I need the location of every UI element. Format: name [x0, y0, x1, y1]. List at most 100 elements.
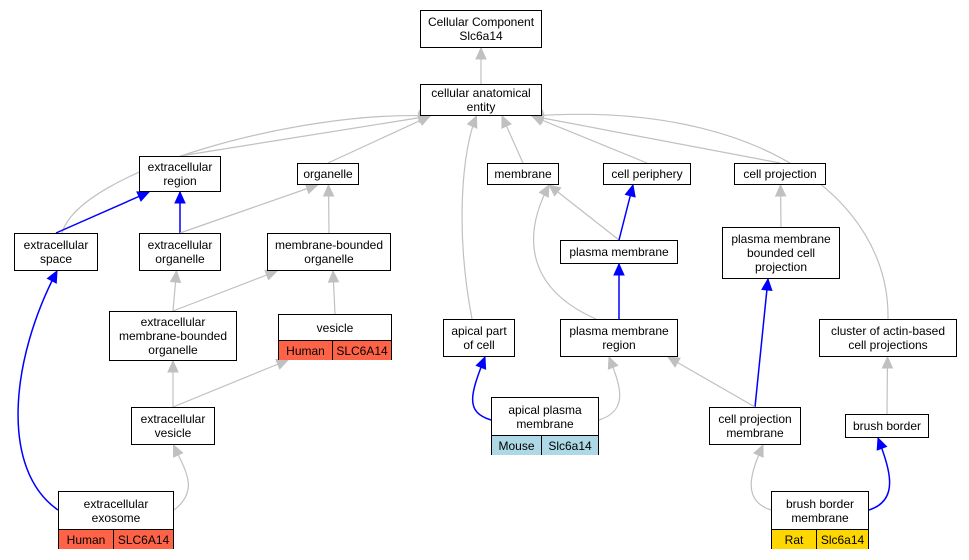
edge-ecorganelle-to-ecregion-arrowhead — [174, 190, 186, 204]
node-pmregion[interactable]: plasma membrane region — [560, 319, 678, 357]
node-ecvesicle[interactable]: extracellular vesicle — [131, 407, 215, 445]
node-cellproj[interactable]: cell projection — [734, 163, 826, 185]
node-label: brush border membrane — [785, 496, 855, 525]
node-plasmamem[interactable]: plasma membrane — [560, 240, 678, 264]
edge-plasmamem-to-membrane-arrowhead — [548, 184, 562, 197]
node-cellperiph[interactable]: cell periphery — [603, 163, 691, 185]
node-root[interactable]: Cellular Component Slc6a14 — [420, 10, 542, 48]
node-label: cell projection — [743, 167, 817, 181]
edge-bbmem-to-brushborder-arrowhead — [876, 436, 888, 451]
gene-symbol: SLC6A14 — [113, 530, 173, 549]
node-organelle[interactable]: organelle — [297, 163, 359, 185]
node-cae[interactable]: cellular anatomical entity — [420, 84, 542, 116]
node-label: cell periphery — [611, 167, 683, 181]
edge-ecregion-to-cae — [179, 115, 431, 157]
edge-ecorganelle-to-organelle — [179, 184, 318, 234]
node-label: apical part of cell — [451, 324, 507, 352]
gene-symbol: SLC6A14 — [332, 341, 391, 360]
edge-cpmem-to-pmbcp — [754, 278, 769, 408]
edge-exosome-to-ecspace — [17, 270, 59, 511]
edge-bbmem-to-cpmem-arrowhead — [753, 443, 764, 458]
species-annotation-row: Rat Slc6a14 — [772, 529, 868, 549]
edge-organelle-to-cae — [327, 115, 431, 164]
edge-pmregion-to-plasmamem-arrowhead — [613, 262, 625, 276]
edge-apicalpm-to-apicalpart — [471, 356, 492, 421]
node-label: plasma membrane bounded cell projection — [731, 232, 831, 274]
node-label: organelle — [303, 167, 353, 181]
node-brushborder[interactable]: brush border — [845, 414, 929, 438]
edge-exosome-to-ecvesicle-arrowhead — [172, 443, 184, 458]
edge-plasmamem-to-membrane — [548, 184, 620, 241]
edge-cellperiph-to-cae — [531, 115, 648, 164]
node-label: membrane-bounded organelle — [274, 238, 384, 266]
edge-pmregion-to-membrane-arrowhead — [538, 183, 550, 198]
node-label: extracellular space — [23, 238, 89, 266]
edge-ecmbo-to-ecorganelle-arrowhead — [169, 269, 182, 283]
node-ecregion[interactable]: extracellular region — [139, 156, 221, 192]
species-annotation-row: Human SLC6A14 — [279, 340, 391, 360]
node-label: plasma membrane — [569, 245, 669, 259]
gene-symbol: Slc6a14 — [541, 436, 598, 455]
node-apicalpart[interactable]: apical part of cell — [443, 319, 515, 357]
edge-apicalpm-to-apicalpart-arrowhead — [475, 355, 487, 370]
edge-vesicle-to-mbo-arrowhead — [327, 269, 340, 283]
node-label: extracellular exosome — [83, 496, 149, 525]
edge-mbo-to-organelle-arrowhead — [322, 183, 335, 197]
node-membrane[interactable]: membrane — [487, 163, 559, 185]
edge-pmbcp-to-cellproj-arrowhead — [774, 183, 787, 197]
node-actincluster[interactable]: cluster of actin-based cell projections — [819, 319, 957, 357]
species-annotation-row: Mouse Slc6a14 — [492, 435, 598, 455]
node-label: cell projection membrane — [718, 412, 792, 440]
node-pmbcp[interactable]: plasma membrane bounded cell projection — [722, 227, 840, 279]
edge-ecmbo-to-mbo — [172, 270, 278, 312]
node-ecorganelle[interactable]: extracellular organelle — [139, 233, 221, 271]
edge-ecorganelle-to-organelle-arrowhead — [304, 183, 319, 195]
node-label: extracellular membrane-bounded organelle — [118, 315, 228, 357]
node-label: Cellular Component Slc6a14 — [427, 15, 535, 43]
edge-actincluster-to-cae — [531, 113, 889, 320]
edge-apicalpm-to-pmregion-arrowhead — [607, 355, 619, 370]
edge-plasmamem-to-cellperiph-arrowhead — [624, 183, 636, 198]
node-cpmem[interactable]: cell projection membrane — [709, 407, 801, 445]
edge-cpmem-to-pmregion — [667, 356, 756, 408]
edge-ecvesicle-to-vesicle-arrowhead — [275, 359, 290, 370]
edge-ecspace-to-ecregion — [55, 191, 150, 234]
edge-ecspace-to-ecregion-arrowhead — [136, 191, 151, 202]
node-ecmbo[interactable]: extracellular membrane-bounded organelle — [109, 311, 237, 361]
node-label: cellular anatomical entity — [431, 86, 531, 114]
edge-ecvesicle-to-ecmbo-arrowhead — [167, 359, 179, 373]
edge-apicalpart-to-cae-arrowhead — [466, 114, 478, 129]
edge-ecspace-to-cae — [61, 114, 431, 234]
node-label: plasma membrane region — [569, 324, 669, 352]
gene-symbol: Slc6a14 — [816, 530, 868, 549]
edge-ecvesicle-to-vesicle — [172, 359, 289, 408]
node-label: extracellular region — [147, 160, 213, 188]
node-mbo[interactable]: membrane-bounded organelle — [267, 233, 391, 271]
edge-cellproj-to-cae — [531, 115, 781, 164]
node-label: extracellular vesicle — [140, 412, 206, 440]
node-label: apical plasma membrane — [508, 402, 582, 431]
edge-cpmem-to-pmregion-arrowhead — [666, 356, 681, 368]
edge-cpmem-to-pmbcp-arrowhead — [761, 277, 773, 292]
node-ecspace[interactable]: extracellular space — [14, 233, 98, 271]
edge-pmregion-to-membrane — [533, 184, 597, 320]
species-name: Rat — [784, 532, 804, 547]
node-label: vesicle — [316, 320, 354, 335]
node-label: membrane — [494, 167, 552, 181]
node-label: cluster of actin-based cell projections — [830, 324, 946, 352]
edge-cae-to-root-arrowhead — [475, 46, 487, 60]
node-label: extracellular organelle — [147, 238, 213, 266]
edge-membrane-to-cae-arrowhead — [501, 114, 512, 129]
node-label: brush border — [852, 419, 922, 433]
species-name: Human — [286, 343, 325, 358]
edge-ecmbo-to-mbo-arrowhead — [264, 269, 279, 281]
edge-exosome-to-ecspace-arrowhead — [46, 269, 58, 284]
species-name: Mouse — [498, 438, 535, 453]
